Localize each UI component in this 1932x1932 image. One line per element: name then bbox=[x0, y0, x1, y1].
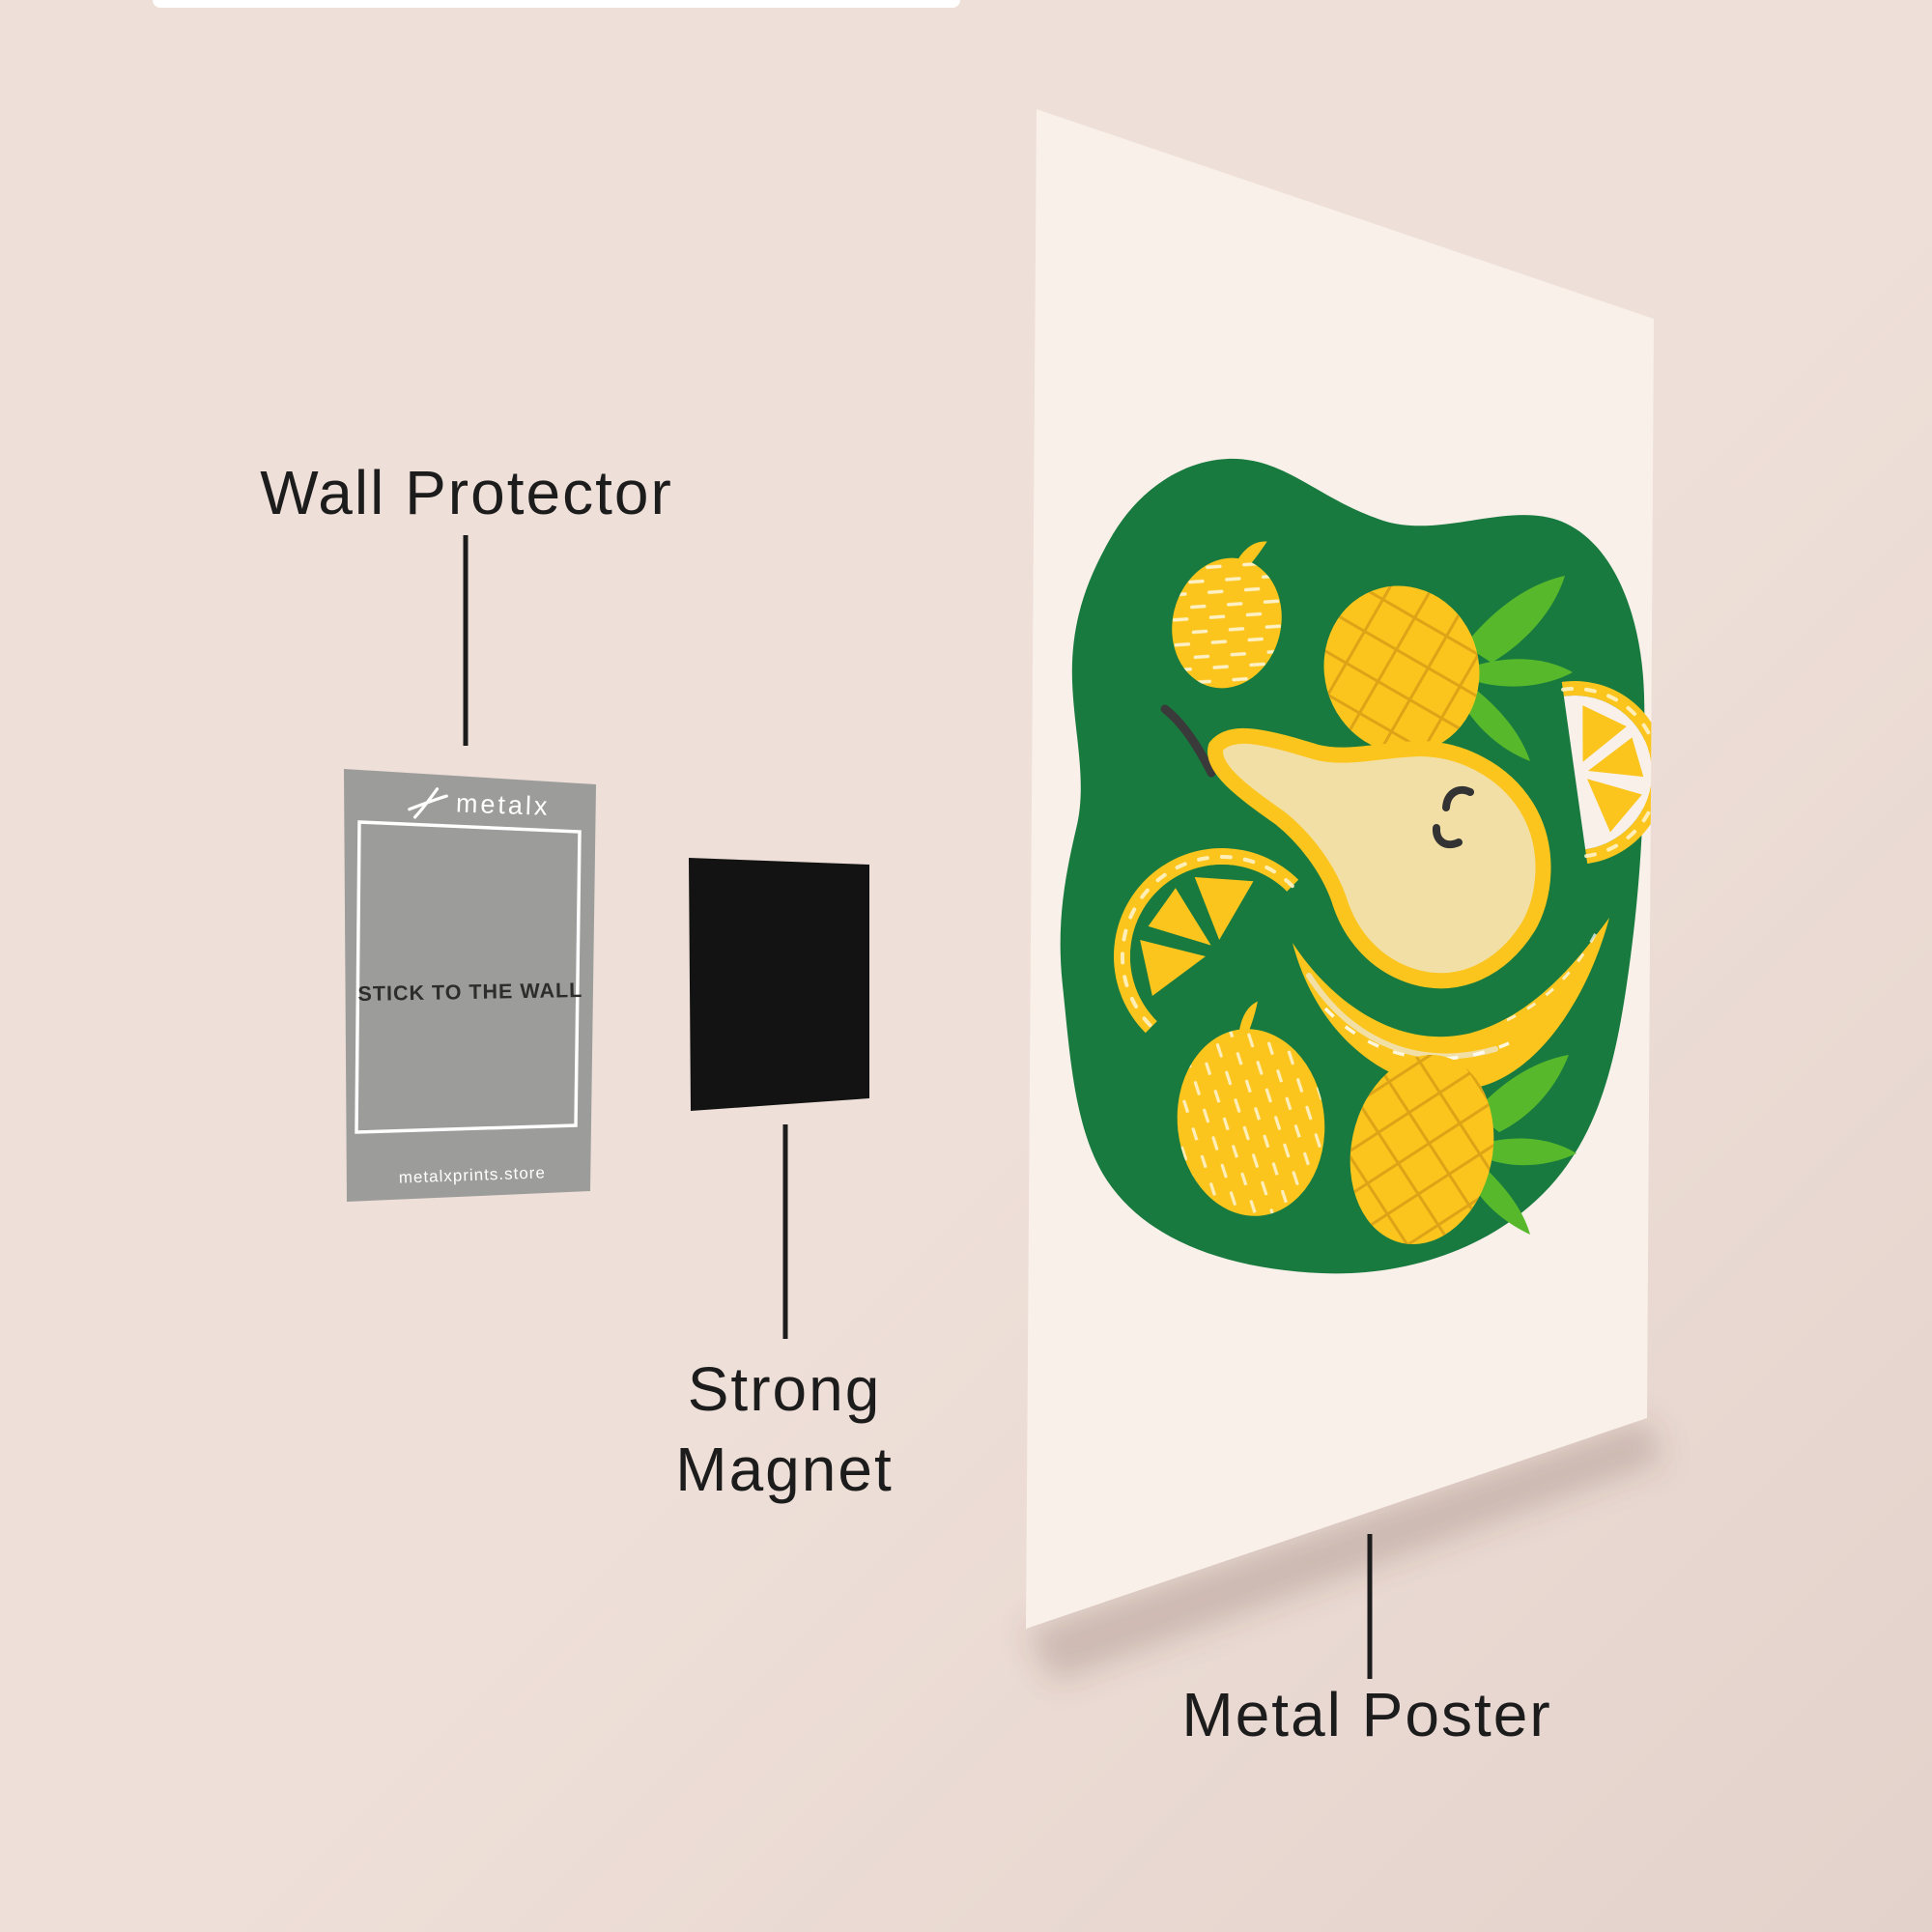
metalx-logo-icon bbox=[408, 787, 448, 819]
poster-shadow bbox=[1026, 1420, 1663, 1683]
banana-illustration bbox=[1293, 918, 1609, 1091]
texture-overlay bbox=[1172, 557, 1282, 689]
pear-body bbox=[1208, 727, 1551, 989]
card-body bbox=[344, 769, 596, 1202]
metalx-logo: metalx bbox=[408, 787, 551, 821]
lemon-bottom-illustration bbox=[1177, 1001, 1325, 1216]
card-message: STICK TO THE WALL bbox=[357, 979, 582, 1006]
pear-stem bbox=[1160, 704, 1216, 778]
pineapple-leaves bbox=[1459, 576, 1573, 761]
pear-eye bbox=[1442, 785, 1474, 811]
lemon-slice-left-illustration bbox=[1114, 848, 1299, 1034]
texture-overlay bbox=[1177, 1029, 1325, 1216]
lemon-top-illustration bbox=[1172, 541, 1282, 689]
pear-illustration bbox=[1208, 727, 1551, 989]
slice-rind bbox=[1114, 848, 1299, 1034]
banana-body bbox=[1293, 918, 1609, 1091]
wall-protector-card: metalx STICK TO THE WALL metalxprints.st… bbox=[344, 769, 596, 1202]
texture-overlay bbox=[1350, 1054, 1494, 1245]
poster-artwork bbox=[1060, 458, 1654, 1274]
banana-crease bbox=[1306, 973, 1498, 1060]
top-edge-artifact bbox=[153, 0, 960, 8]
metal-poster bbox=[1026, 109, 1654, 1629]
texture-overlay bbox=[1323, 585, 1480, 753]
card-inner-border bbox=[355, 820, 582, 1134]
metal-poster-label: Metal Poster bbox=[1181, 1680, 1551, 1749]
metalx-logo-text: metalx bbox=[455, 788, 551, 820]
magnet bbox=[689, 858, 869, 1111]
strong-magnet-label-line2: Magnet bbox=[675, 1435, 893, 1504]
pineapple-bottom-illustration bbox=[1350, 1054, 1577, 1245]
wedge-segments bbox=[1582, 705, 1644, 833]
strong-magnet-label-line1: Strong bbox=[688, 1354, 882, 1424]
texture-overlay bbox=[1121, 855, 1294, 1029]
wedge-rind bbox=[1561, 681, 1654, 865]
wall-protector-annotation: Wall Protector bbox=[260, 458, 673, 746]
texture-overlay bbox=[1323, 1007, 1510, 1061]
texture-overlay bbox=[1506, 928, 1600, 1022]
strong-magnet-annotation: Strong Magnet bbox=[675, 1124, 893, 1504]
lemon-wedge-right-illustration bbox=[1560, 681, 1654, 865]
pear-face bbox=[1432, 785, 1474, 849]
metal-poster-annotation: Metal Poster bbox=[1181, 1534, 1551, 1749]
wall-protector-label: Wall Protector bbox=[260, 458, 673, 527]
pineapple-top-illustration bbox=[1323, 576, 1573, 761]
pear-smile bbox=[1432, 824, 1463, 849]
